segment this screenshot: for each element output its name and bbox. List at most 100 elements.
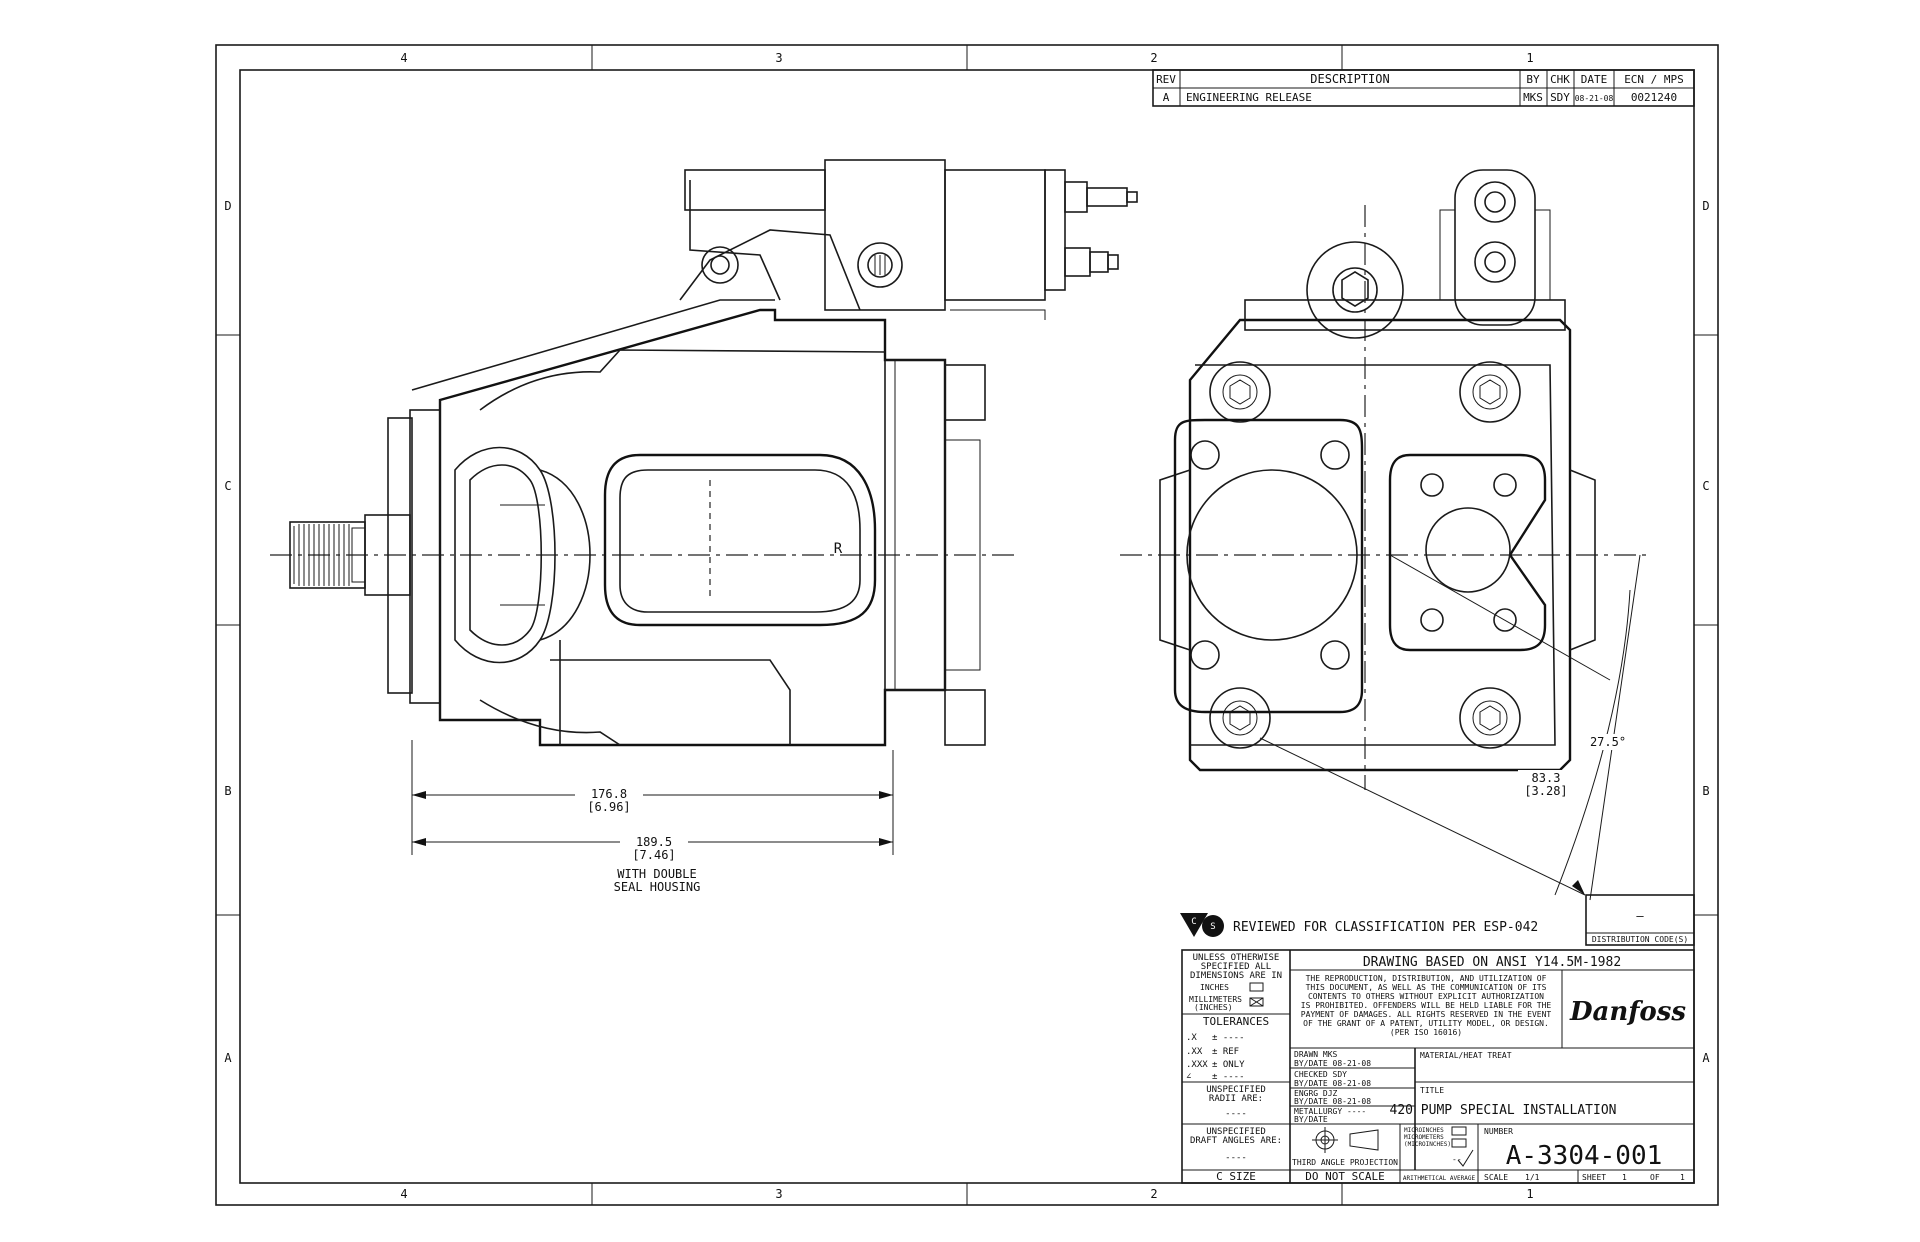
notice-line-6: OF THE GRANT OF A PATENT, UTILITY MODEL,… xyxy=(1303,1019,1549,1028)
notice-line-7: (PER ISO 16016) xyxy=(1390,1028,1462,1037)
of-label: OF xyxy=(1650,1173,1660,1182)
radii-line-2: RADII ARE: xyxy=(1209,1094,1263,1104)
drawing-title: 420 PUMP SPECIAL INSTALLATION xyxy=(1390,1103,1617,1118)
double-seal-note-1: WITH DOUBLE xyxy=(617,867,696,881)
micro-box-1 xyxy=(1451,1126,1467,1136)
inches-paren-label: (INCHES) xyxy=(1194,1003,1233,1012)
double-seal-note-2: SEAL HOUSING xyxy=(614,880,701,894)
third-angle-projection-icon xyxy=(1312,1127,1379,1153)
tol-xxx-val: ± ONLY xyxy=(1212,1060,1245,1070)
by-header: BY xyxy=(1526,73,1540,86)
notice-line-3: CONTENTS TO OTHERS WITHOUT EXPLICIT AUTH… xyxy=(1308,992,1544,1001)
engrg-line-2: BY/DATE 08-21-08 xyxy=(1294,1097,1371,1106)
units-line-1: UNLESS OTHERWISE xyxy=(1193,953,1280,963)
drawn-line-1: DRAWN MKS xyxy=(1294,1050,1338,1059)
zone-right-a: A xyxy=(1702,1051,1710,1065)
number-label: NUMBER xyxy=(1484,1127,1513,1136)
rev-value: A xyxy=(1163,91,1170,104)
rev-header: REV xyxy=(1156,73,1176,86)
by-value: MKS xyxy=(1523,91,1543,104)
zone-right-c: C xyxy=(1702,479,1709,493)
class-triangle-icon xyxy=(1180,913,1208,937)
angle-dim: 27.5° xyxy=(1590,735,1626,749)
zone-right-b: B xyxy=(1702,784,1709,798)
zone-bottom-4: 4 xyxy=(400,1187,407,1201)
description-value: ENGINEERING RELEASE xyxy=(1186,91,1312,104)
inches-label: INCHES xyxy=(1200,983,1229,992)
metallurgy-line-2: BY/DATE xyxy=(1294,1115,1328,1124)
ansi-standard: DRAWING BASED ON ANSI Y14.5M-1982 xyxy=(1363,955,1621,970)
zone-top-1: 1 xyxy=(1526,51,1533,65)
tol-angle-val: ± ---- xyxy=(1212,1072,1245,1082)
distribution-value: – xyxy=(1636,909,1644,923)
classification-stamp: C S REVIEWED FOR CLASSIFICATION PER ESP-… xyxy=(1180,913,1538,937)
zone-left-d: D xyxy=(224,199,231,213)
radii-line-1: UNSPECIFIED xyxy=(1206,1085,1266,1095)
sheet-size: C SIZE xyxy=(1216,1170,1256,1183)
micro-dash: -- xyxy=(1452,1155,1462,1164)
surface-finish-icon xyxy=(1457,1149,1474,1167)
chk-value: SDY xyxy=(1550,91,1570,104)
units-line-3: DIMENSIONS ARE IN xyxy=(1190,971,1282,981)
millimeters-label: MILLIMETERS xyxy=(1189,995,1242,1004)
shaft-rotation-mark: R xyxy=(834,541,843,557)
tol-xx-val: ± REF xyxy=(1212,1047,1239,1057)
drawn-line-2: BY/DATE 08-21-08 xyxy=(1294,1059,1371,1068)
engrg-line-1: ENGRG DJZ xyxy=(1294,1089,1338,1098)
tol-x-val: ± ---- xyxy=(1212,1033,1245,1043)
title-label: TITLE xyxy=(1420,1086,1444,1095)
pressure-compensator xyxy=(679,159,1138,320)
radii-value: ---- xyxy=(1225,1109,1247,1119)
checked-line-1: CHECKED SDY xyxy=(1294,1070,1347,1079)
micro-box-2 xyxy=(1451,1138,1467,1148)
tolerances-label: TOLERANCES xyxy=(1203,1015,1269,1028)
ecn-value: 0021240 xyxy=(1631,91,1677,104)
pump-end-view: 27.5° 83.3 [3.28] xyxy=(1120,169,1650,901)
distribution-code-box: – DISTRIBUTION CODE(S) xyxy=(1585,894,1695,946)
checked-line-2: BY/DATE 08-21-08 xyxy=(1294,1079,1371,1088)
zone-bottom-1: 1 xyxy=(1526,1187,1533,1201)
projection-label: THIRD ANGLE PROJECTION xyxy=(1292,1158,1398,1167)
zone-left-b: B xyxy=(224,784,231,798)
units-line-2: SPECIFIED ALL xyxy=(1201,962,1271,972)
notice-line-4: IS PROHIBITED. OFFENDERS WILL BE HELD LI… xyxy=(1301,1001,1552,1010)
date-value: 08-21-08 xyxy=(1575,94,1614,103)
arith-average-label: ARITHMETICAL AVERAGE xyxy=(1403,1175,1476,1182)
description-header: DESCRIPTION xyxy=(1310,72,1389,86)
do-not-scale: DO NOT SCALE xyxy=(1305,1170,1384,1183)
scale-label: SCALE xyxy=(1484,1173,1508,1182)
zone-bottom-3: 3 xyxy=(775,1187,782,1201)
draft-line-1: UNSPECIFIED xyxy=(1206,1127,1266,1137)
dim-189-5: 189.5 xyxy=(636,835,672,849)
class-circle-icon xyxy=(1202,915,1224,937)
zone-left-c: C xyxy=(224,479,231,493)
side-view-dimensions: 176.8 [6.96] 189.5 [7.46] WITH DOUBLE SE… xyxy=(411,740,894,894)
zone-top-2: 2 xyxy=(1150,51,1157,65)
drawing-number: A-3304-001 xyxy=(1506,1141,1663,1171)
zone-top-3: 3 xyxy=(775,51,782,65)
tol-x-key: .X xyxy=(1186,1033,1197,1043)
zone-labels: 4 3 2 1 4 3 2 1 D C B A D C B A xyxy=(224,51,1710,1201)
sheet-value: 1 xyxy=(1622,1173,1627,1182)
zone-right-d: D xyxy=(1702,199,1709,213)
tol-angle-key: ∠ xyxy=(1186,1072,1191,1082)
draft-line-2: DRAFT ANGLES ARE: xyxy=(1190,1136,1282,1146)
radius-dim-inch: [3.28] xyxy=(1524,784,1567,798)
zone-left-a: A xyxy=(224,1051,232,1065)
chk-header: CHK xyxy=(1550,73,1570,86)
sheet-border xyxy=(215,44,1719,1206)
zone-top-4: 4 xyxy=(400,51,407,65)
draft-value: ---- xyxy=(1225,1153,1247,1163)
danfoss-logo: Danfoss xyxy=(1569,997,1686,1027)
date-header: DATE xyxy=(1581,73,1608,86)
tol-xx-key: .XX xyxy=(1186,1047,1203,1057)
notice-line-1: THE REPRODUCTION, DISTRIBUTION, AND UTIL… xyxy=(1306,974,1547,983)
sheet-label: SHEET xyxy=(1582,1173,1606,1182)
dim-176-8-inch: [6.96] xyxy=(587,800,630,814)
notice-line-2: THIS DOCUMENT, AS WELL AS THE COMMUNICAT… xyxy=(1306,983,1547,992)
zone-bottom-2: 2 xyxy=(1150,1187,1157,1201)
millimeters-checkbox xyxy=(1249,997,1264,1007)
pump-side-view: R xyxy=(270,159,1138,747)
inches-checkbox xyxy=(1249,982,1264,992)
